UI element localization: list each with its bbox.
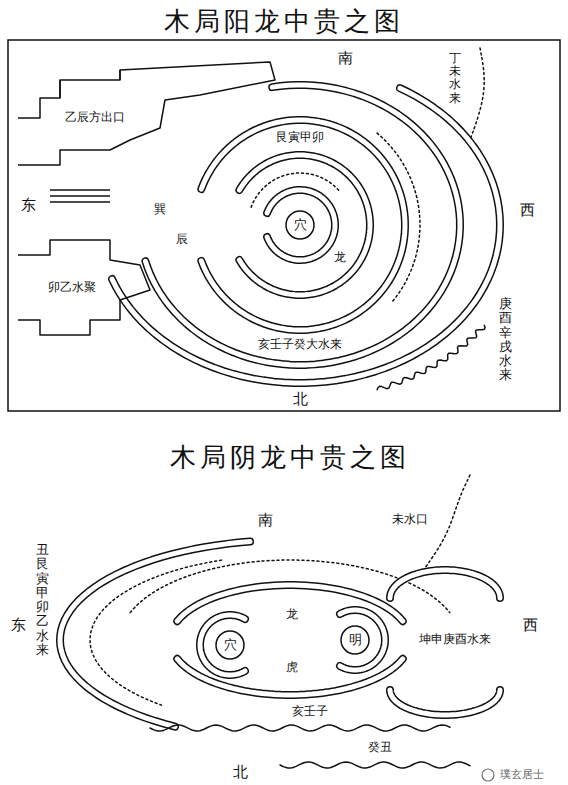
mountain-ridge xyxy=(112,88,500,383)
map-label: 龙 xyxy=(286,608,298,621)
map-label: 坤申庚酉水来 xyxy=(419,633,491,646)
mountain-ridge-inner xyxy=(390,570,500,598)
mountain-ridge-inner xyxy=(239,155,370,295)
field-outline xyxy=(18,240,150,335)
water-path xyxy=(470,48,484,140)
field-outline xyxy=(18,62,275,165)
dotted-ridge xyxy=(251,173,340,207)
watermark: 璞玄居士 xyxy=(500,769,544,781)
site-circle: 穴 xyxy=(215,630,245,660)
mountain-ridge-inner xyxy=(201,120,405,330)
direction-label: 北 xyxy=(233,764,248,781)
panel-title: 木局阴龙中贵之图 xyxy=(170,443,410,472)
map-label: 艮寅甲卯 xyxy=(276,131,324,144)
water-lines xyxy=(50,190,110,202)
circle-outline xyxy=(341,626,369,654)
mountain-ridge xyxy=(340,610,385,670)
direction-label: 北 xyxy=(293,391,308,408)
direction-label: 东 xyxy=(21,197,36,214)
direction-label: 南 xyxy=(338,50,353,67)
panel-frame xyxy=(8,40,560,411)
map-label: 癸丑 xyxy=(368,741,392,754)
water-wave xyxy=(150,725,450,731)
map-label: 龙 xyxy=(334,251,346,264)
map-label: 巽 xyxy=(154,203,166,216)
site-text: 穴 xyxy=(224,638,237,652)
direction-label: 西 xyxy=(523,617,538,634)
mountain-ridge-inner xyxy=(340,610,385,670)
mountain-ridge xyxy=(201,120,405,330)
mountain-ridge-inner xyxy=(267,190,335,260)
mountain-ridge xyxy=(145,85,460,365)
site-text: 明 xyxy=(349,633,362,647)
mountain-ridge-inner xyxy=(200,615,245,675)
map-label: 辰 xyxy=(176,233,188,246)
site-circle: 穴 xyxy=(285,210,315,240)
mountain-ridge-inner xyxy=(60,542,250,727)
mountain-ridge xyxy=(239,155,370,295)
map-label: 未水口 xyxy=(392,513,428,526)
direction-label: 西 xyxy=(520,202,535,219)
map-label: 亥壬子 xyxy=(292,705,328,718)
mountain-ridge xyxy=(267,190,335,260)
title: 木局阳龙中贵之图 xyxy=(164,7,404,36)
map-label: 亥壬子癸大水来 xyxy=(258,338,342,351)
water-path xyxy=(377,133,420,302)
mountain-ridge xyxy=(200,615,245,675)
field-outline xyxy=(60,70,120,98)
shore-line xyxy=(377,325,485,389)
mountain-ridge-inner xyxy=(112,88,500,383)
circle-outline xyxy=(286,211,314,239)
map-label: 庚酉辛戌水来 xyxy=(499,297,512,383)
site-circle: 明 xyxy=(340,625,370,655)
mountain-ridge-inner xyxy=(390,690,500,715)
mountain-ridge xyxy=(390,690,500,715)
map-label: 丑艮寅甲卯乙水来 xyxy=(36,543,49,657)
water-wave xyxy=(280,762,470,768)
water-path xyxy=(425,475,470,568)
direction-label: 东 xyxy=(11,617,26,634)
site-text: 穴 xyxy=(294,218,307,232)
map-label: 卯乙水聚 xyxy=(48,281,96,294)
mountain-ridge-inner xyxy=(145,85,460,365)
direction-label: 南 xyxy=(258,512,273,529)
map-label: 乙辰方出口 xyxy=(65,111,125,124)
map-label: 虎 xyxy=(286,661,298,674)
watermark-icon xyxy=(482,769,494,781)
mountain-ridge xyxy=(60,542,250,727)
map-label: 丁未水来 xyxy=(449,52,461,105)
circle-outline xyxy=(216,631,244,659)
mountain-ridge xyxy=(390,570,500,598)
